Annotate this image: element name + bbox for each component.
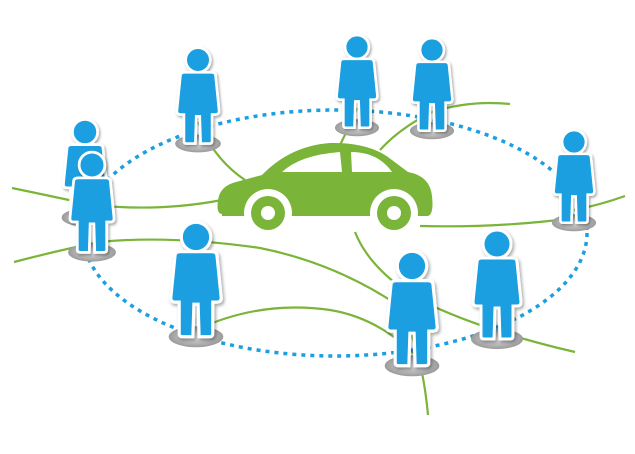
person-icon <box>335 33 379 130</box>
person-icon <box>175 46 221 145</box>
connection-line <box>11 186 223 209</box>
person-shadow <box>334 119 380 137</box>
car-window-front <box>282 152 342 172</box>
person-shadow <box>409 122 455 140</box>
person-icon <box>471 228 523 341</box>
person-shadow <box>471 329 523 349</box>
person-shadow <box>384 355 440 377</box>
connection-line <box>195 306 421 361</box>
car-window-rear <box>351 152 392 172</box>
person-icon <box>410 36 454 133</box>
person-shadow <box>551 214 597 232</box>
connection-line <box>13 238 430 416</box>
connection-line <box>419 216 575 228</box>
person-shadow <box>168 326 224 348</box>
person-shadow <box>68 243 116 262</box>
person-icon <box>552 128 596 225</box>
car-wheel-front <box>244 189 292 237</box>
person-shadow <box>175 134 221 153</box>
car-icon <box>217 142 433 237</box>
car-wheel-rear <box>370 189 418 237</box>
